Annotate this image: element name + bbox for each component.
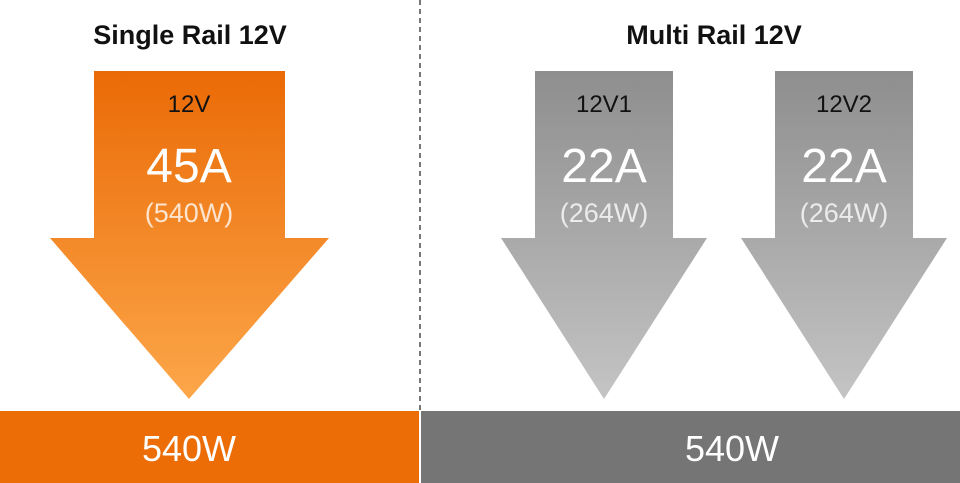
multi-rail-1-watts: (264W) <box>560 198 649 228</box>
single-rail-watts: (540W) <box>145 198 234 228</box>
multi-rail-total-bar <box>421 411 960 483</box>
single-rail-voltage-label: 12V <box>168 91 211 118</box>
multi-rail-arrow-2 <box>741 71 947 399</box>
single-rail-title: Single Rail 12V <box>93 20 287 50</box>
single-rail-total-bar <box>0 411 419 483</box>
multi-rail-2-amps: 22A <box>801 140 886 193</box>
multi-rail-1-voltage-label: 12V1 <box>576 91 632 118</box>
multi-rail-panel: Multi Rail 12V 12V1 22A (264W) 12V2 22A … <box>421 20 960 483</box>
multi-rail-2-watts: (264W) <box>800 198 889 228</box>
single-rail-panel: Single Rail 12V 12V 45A (540W) 540W <box>0 20 419 483</box>
multi-rail-title: Multi Rail 12V <box>626 20 802 50</box>
multi-rail-arrow-1 <box>501 71 707 399</box>
multi-rail-2-voltage-label: 12V2 <box>816 91 872 118</box>
multi-rail-1-amps: 22A <box>561 140 646 193</box>
single-rail-total: 540W <box>142 428 236 469</box>
single-rail-arrow <box>50 71 329 399</box>
multi-rail-total: 540W <box>685 428 779 469</box>
single-rail-amps: 45A <box>146 140 231 193</box>
